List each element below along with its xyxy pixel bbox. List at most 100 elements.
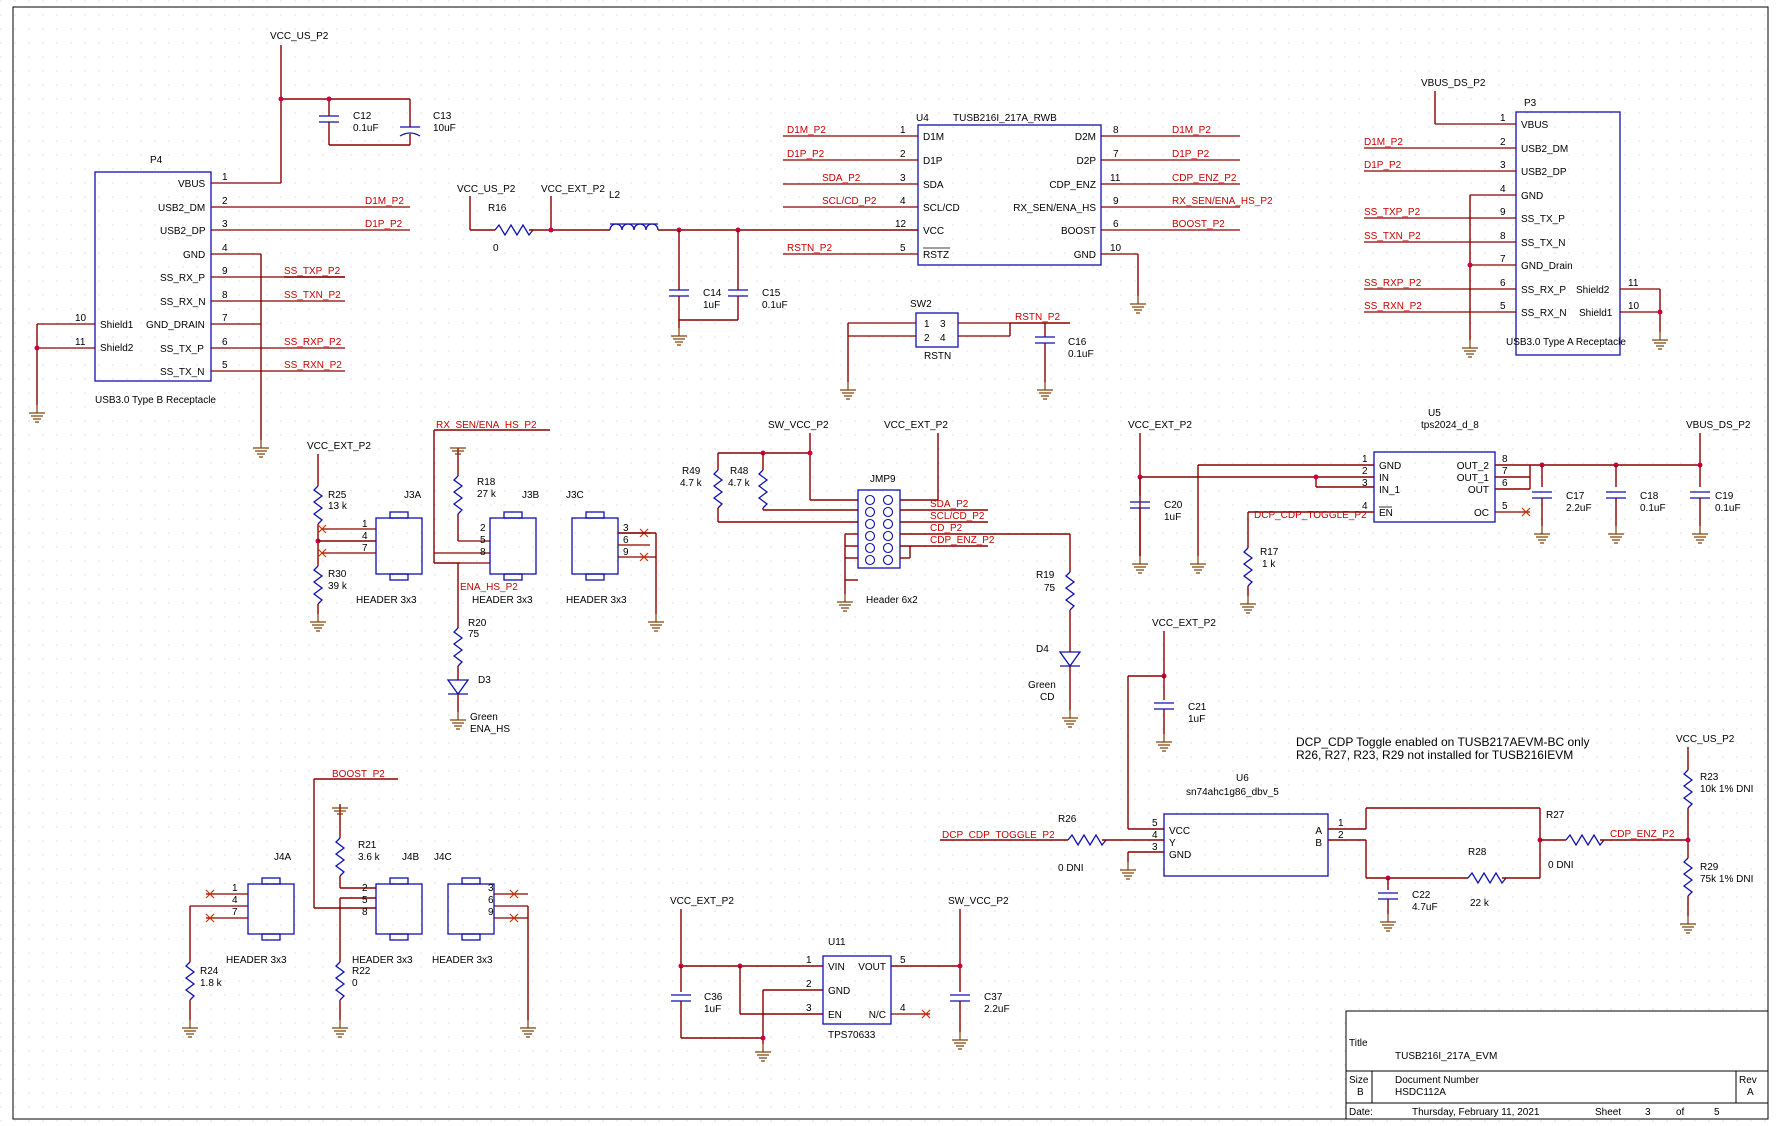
header-desc: HEADER 3x3 (472, 595, 533, 606)
res-val: 75k 1% DNI (1700, 874, 1753, 885)
net-label: D1M_P2 (365, 196, 404, 207)
u5-pin-label: OUT_1 (1457, 473, 1490, 484)
u4-pin-num: 4 (900, 196, 906, 207)
p4-ref: P4 (150, 155, 163, 166)
net-label: D1P_P2 (787, 149, 825, 160)
cap-ref: C12 (353, 111, 372, 122)
header-pin-num: 2 (362, 883, 368, 894)
power-label: VCC_EXT_P2 (541, 184, 605, 195)
p3-shield-label: Shield2 (1576, 285, 1610, 296)
net-label: D1P_P2 (365, 219, 403, 230)
header-pin-num: 4 (232, 895, 238, 906)
net-label: SCL/CD_P2 (822, 196, 877, 207)
header-pin-num: 1 (362, 519, 368, 530)
u4-pin-num: 2 (900, 149, 906, 160)
header-desc: HEADER 3x3 (566, 595, 627, 606)
u11-pin-label: N/C (869, 1010, 886, 1021)
net-label: DCP_CDP_TOGGLE_P2 (942, 830, 1055, 841)
header-pin-num: 3 (623, 523, 629, 534)
power-label: VCC_EXT_P2 (307, 441, 371, 452)
res-ref: R27 (1546, 810, 1565, 821)
size-value: B (1357, 1087, 1364, 1098)
p4-shield-label: Shield2 (100, 343, 134, 354)
res-val: 39 k (328, 581, 348, 592)
u4-ref: U4 (916, 113, 929, 124)
u11-pin-num: 3 (806, 1003, 812, 1014)
sw2-pin-num: 3 (940, 319, 946, 330)
net-label: SS_RXN_P2 (1364, 301, 1422, 312)
u5-pin-num: 7 (1502, 466, 1508, 477)
u5-pin-label: OC (1474, 508, 1489, 519)
of-value: 5 (1714, 1107, 1720, 1118)
design-notes: DCP_CDP Toggle enabled on TUSB217AEVM-BC… (1296, 735, 1590, 762)
j4-header-group: BOOST_P2 R21 3.6 k R22 0 J4A HEADER 3x3 … (181, 769, 537, 1038)
net-label: D1M_P2 (1364, 137, 1403, 148)
net-label: D1P_P2 (1364, 160, 1402, 171)
p3-pin-label: SS_TX_P (1521, 214, 1565, 225)
cap-ref: C15 (762, 288, 781, 299)
p4-pin-num: 7 (222, 313, 228, 324)
diode-label: ENA_HS (470, 724, 510, 735)
u4-pin-num: 9 (1113, 196, 1119, 207)
p3-pin-num: 10 (1628, 301, 1640, 312)
net-label: CD_P2 (930, 523, 963, 534)
p4-pin-label: GND_DRAIN (146, 320, 205, 331)
p3-pin-label: USB2_DM (1521, 144, 1568, 155)
p3-pin-num: 1 (1500, 113, 1506, 124)
sw2-pin-num: 4 (940, 333, 946, 344)
res-val: 22 k (1470, 898, 1490, 909)
diode-label: CD (1040, 692, 1054, 703)
p3-pin-num: 3 (1500, 160, 1506, 171)
u4-pin-num: 3 (900, 173, 906, 184)
vcc-us-top: VCC_US_P2 C12 0.1uF C13 10uF (270, 31, 456, 183)
date-value: Thursday, February 11, 2021 (1412, 1107, 1540, 1118)
u6-pin-label: VCC (1169, 826, 1190, 837)
cap-ref: C14 (703, 288, 722, 299)
net-label: SCL/CD_P2 (930, 511, 985, 522)
u6-pin-num: 4 (1152, 830, 1158, 841)
p3-pin-label: SS_TX_N (1521, 238, 1565, 249)
res-val: 75 (468, 629, 480, 640)
p4-pin-label: SS_TX_P (160, 344, 204, 355)
power-label: SW_VCC_P2 (768, 420, 829, 431)
u4-pin-label: SDA (923, 180, 944, 191)
p4-pin-label: USB2_DM (158, 203, 205, 214)
net-label: D1M_P2 (787, 125, 826, 136)
header-pin-num: 3 (488, 883, 494, 894)
res-ref: R28 (1468, 847, 1487, 858)
u4-pin-label: D1P (923, 156, 943, 167)
p4-pin-num: 9 (222, 266, 228, 277)
header-pin-num: 8 (362, 907, 368, 918)
power-label: VCC_EXT_P2 (1152, 618, 1216, 629)
note-line: R26, R27, R23, R29 not installed for TUS… (1296, 748, 1573, 762)
net-label: SS_RXP_P2 (1364, 278, 1422, 289)
res-ref: R25 (328, 490, 347, 501)
net-label: RSTN_P2 (787, 243, 832, 254)
sheet-label: Sheet (1595, 1107, 1621, 1118)
power-label: SW_VCC_P2 (948, 896, 1009, 907)
net-label: SS_RXP_P2 (284, 337, 342, 348)
u11-pin-label: GND (828, 986, 850, 997)
net-label: BOOST_P2 (1172, 219, 1225, 230)
res-val: 0 (493, 243, 499, 254)
cap-ref: C18 (1640, 491, 1659, 502)
p4-pin-label: SS_TX_N (160, 367, 204, 378)
u4-pin-label: SCL/CD (923, 203, 960, 214)
u5-pin-label: IN_1 (1379, 485, 1401, 496)
p4-desc: USB3.0 Type B Receptacle (95, 395, 216, 406)
header-pin-num: 7 (362, 543, 368, 554)
net-label: CDP_ENZ_P2 (930, 535, 995, 546)
header-pin-num: 9 (623, 547, 629, 558)
p4-pin-label: SS_RX_P (160, 273, 205, 284)
header-ref: J4C (434, 852, 452, 863)
header-pin-num: 5 (480, 535, 486, 546)
header-pin-num: 7 (232, 907, 238, 918)
cap-val: 0.1uF (1715, 503, 1741, 514)
res-ref: R18 (477, 477, 496, 488)
net-label: RX_SEN/ENA_HS_P2 (1172, 196, 1273, 207)
p4-pin-label: VBUS (178, 179, 206, 190)
sw2-reset-switch: SW2 RSTN 1 2 3 4 RSTN_P2 C16 0.1uF (839, 299, 1094, 400)
cap-ref: C37 (984, 992, 1003, 1003)
cap-val: 1uF (1164, 512, 1181, 523)
u4-pin-label: RSTZ (923, 250, 949, 261)
